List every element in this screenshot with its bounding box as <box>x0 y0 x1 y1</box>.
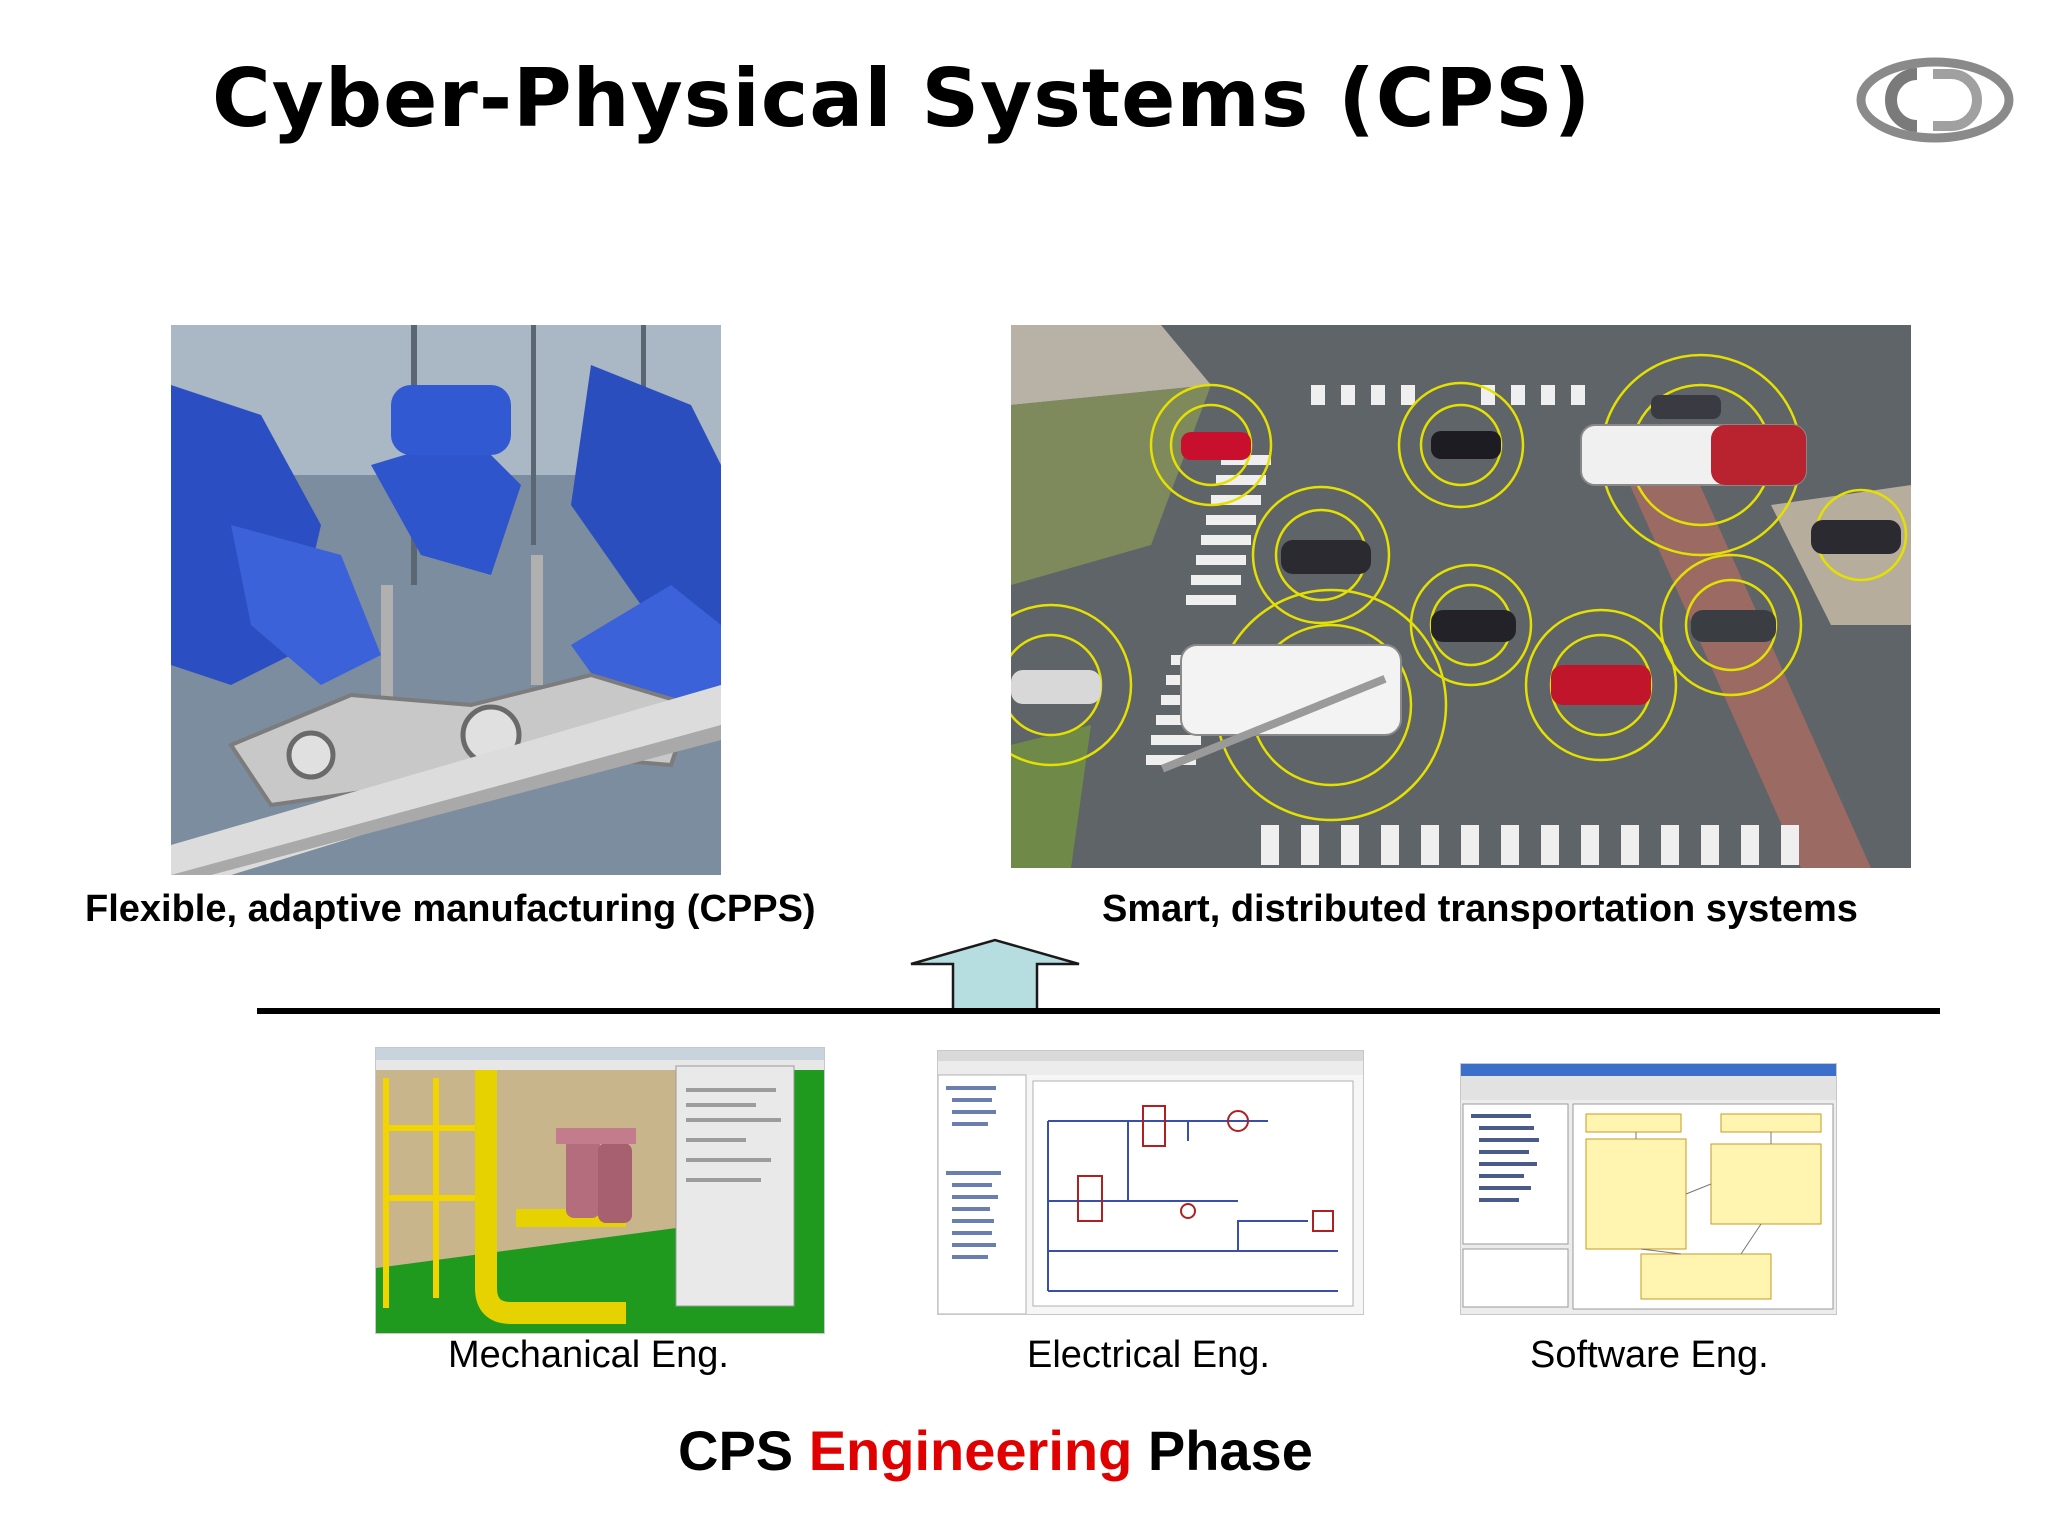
phase-title-part1: CPS <box>678 1419 809 1482</box>
transportation-caption: Smart, distributed transportation system… <box>1102 888 1858 930</box>
divider-line <box>257 1008 1940 1014</box>
manufacturing-caption: Flexible, adaptive manufacturing (CPPS) <box>85 888 816 930</box>
up-arrow-icon <box>907 938 1083 1014</box>
industrial-robots-photo <box>171 325 721 875</box>
cd-logo-icon <box>1855 52 2015 147</box>
uml-diagram-screenshot <box>1460 1063 1837 1315</box>
mechanical-eng-caption: Mechanical Eng. <box>448 1334 729 1376</box>
software-eng-caption: Software Eng. <box>1530 1334 1769 1376</box>
slide-title: Cyber-Physical Systems (CPS) <box>212 52 1592 145</box>
phase-title-highlight: Engineering <box>808 1419 1133 1482</box>
phase-title-part2: Phase <box>1132 1419 1313 1482</box>
circuit-schematic-screenshot <box>937 1050 1364 1315</box>
electrical-eng-caption: Electrical Eng. <box>1027 1334 1270 1376</box>
cad-3d-piping-screenshot <box>375 1047 825 1334</box>
traffic-intersection-photo <box>1011 325 1911 868</box>
engineering-phase-title: CPS Engineering Phase <box>678 1418 1313 1483</box>
